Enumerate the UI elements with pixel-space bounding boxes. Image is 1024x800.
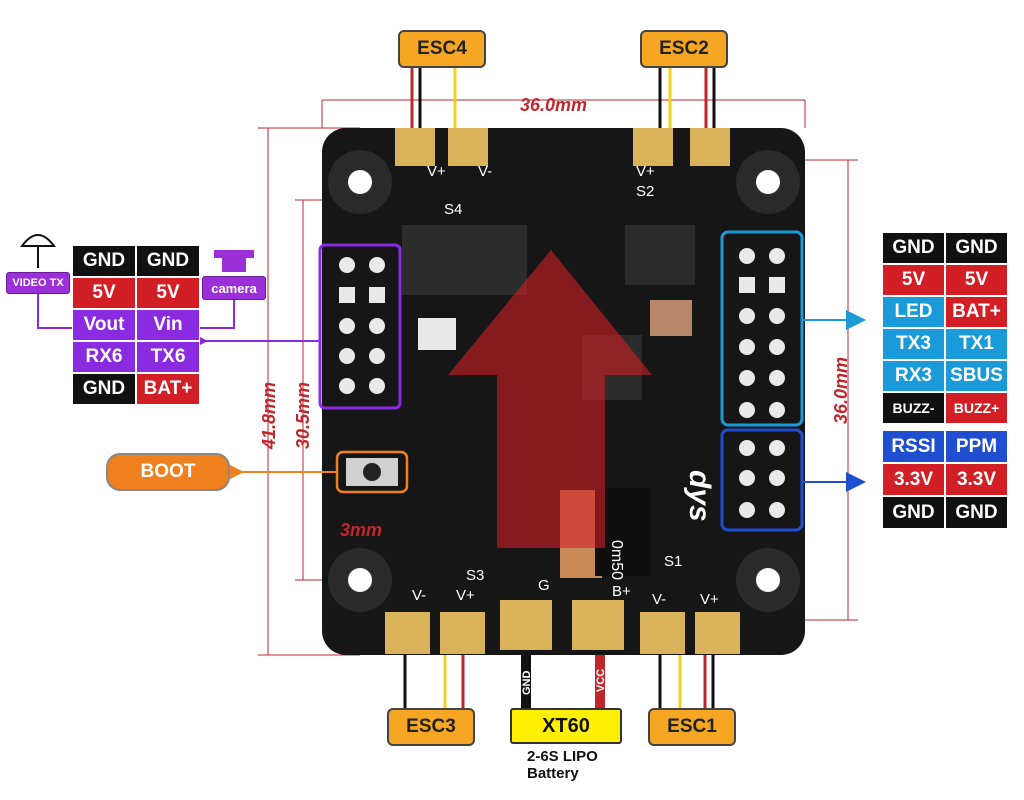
- left-pin-r4c1: BAT+: [136, 373, 200, 405]
- esc2-label: ESC2: [640, 30, 728, 68]
- left-pin-r0c0: GND: [72, 245, 136, 277]
- header-pins-left: [339, 257, 385, 394]
- xt60-label: XT60: [510, 708, 622, 744]
- silk-vp-2: V+: [636, 163, 655, 180]
- silk-s3: S3: [466, 567, 484, 584]
- left-pin-r2c1: Vin: [136, 309, 200, 341]
- right-pin-r4c0: RX3: [882, 360, 945, 392]
- right-pin-r3c1: TX1: [945, 328, 1008, 360]
- esc3-label: ESC3: [387, 708, 475, 746]
- silk-s2: S2: [636, 183, 654, 200]
- dim-inner: 30.5mm: [293, 381, 314, 450]
- silk-shunt: 0m50: [608, 540, 625, 580]
- silk-v-3: V-: [412, 587, 426, 604]
- right-header-frame-top: [720, 230, 804, 427]
- left-pin-r1c0: 5V: [72, 277, 136, 309]
- dim-outer: 41.8mm: [259, 381, 280, 450]
- right-pin-b-r0c0: RSSI: [882, 430, 945, 463]
- dim-right: 36.0mm: [831, 356, 852, 425]
- silk-vp-3: V+: [456, 587, 475, 604]
- dim-top: 36.0mm: [520, 95, 588, 115]
- xt60-vcc-label: VCC: [595, 669, 607, 692]
- silk-g: G: [538, 577, 550, 594]
- dim-hole: 3mm: [340, 520, 383, 540]
- left-header-frame: [318, 243, 402, 410]
- right-pin-r2c0: LED: [882, 296, 945, 328]
- battery-label: 2-6S LIPO Battery: [527, 748, 598, 782]
- silk-brand: dys: [683, 470, 716, 522]
- battery-line-2: Battery: [527, 765, 579, 782]
- silk-v-1: V-: [652, 591, 666, 608]
- silk-s1: S1: [664, 553, 682, 570]
- left-pin-r4c0: GND: [72, 373, 136, 405]
- silk-bp: B+: [612, 583, 631, 600]
- right-pin-r1c1: 5V: [945, 264, 1008, 296]
- mount-holes: [328, 150, 800, 612]
- xt60-gnd-label: GND: [521, 671, 533, 696]
- silk-v-4: V+: [427, 163, 446, 180]
- right-pin-r2c1: BAT+: [945, 296, 1008, 328]
- left-pin-r3c0: RX6: [72, 341, 136, 373]
- right-pin-r3c0: TX3: [882, 328, 945, 360]
- left-pin-r2c0: Vout: [72, 309, 136, 341]
- boot-label: BOOT: [106, 453, 230, 491]
- left-pinout-table: GND GND 5V 5V Vout Vin RX6 TX6 GND BAT+: [72, 245, 200, 405]
- right-pin-r0c0: GND: [882, 232, 945, 264]
- camera-icon: [214, 250, 254, 272]
- left-pin-r0c1: GND: [136, 245, 200, 277]
- video-tx-tag: VIDEO TX: [6, 272, 70, 294]
- right-pin-b-r2c0: GND: [882, 496, 945, 529]
- right-pin-r5c0: BUZZ-: [882, 392, 945, 424]
- right-pin-b-r1c1: 3.3V: [945, 463, 1008, 496]
- right-pinout-table-top: GND GND 5V 5V LED BAT+ TX3 TX1 RX3 SBUS …: [882, 232, 1008, 424]
- esc-wires: [403, 68, 716, 710]
- camera-tag: camera: [202, 276, 266, 300]
- silk-vm-4: V-: [478, 163, 492, 180]
- antenna-icon: [20, 234, 56, 268]
- right-header-frame-bottom: [720, 428, 804, 532]
- battery-line-1: 2-6S LIPO: [527, 748, 598, 765]
- right-pin-b-r1c0: 3.3V: [882, 463, 945, 496]
- esc4-label: ESC4: [398, 30, 486, 68]
- right-pin-r4c1: SBUS: [945, 360, 1008, 392]
- right-pin-r0c1: GND: [945, 232, 1008, 264]
- esc-pads: [385, 128, 740, 654]
- silkscreen-labels: V+ V- S4 V+ S2 V- V+ S3 G B+ S1 V- V+ dy…: [412, 163, 719, 608]
- right-pin-r1c0: 5V: [882, 264, 945, 296]
- left-pin-r3c1: TX6: [136, 341, 200, 373]
- direction-arrow: [448, 250, 652, 548]
- right-pinout-table-bottom: RSSI PPM 3.3V 3.3V GND GND: [882, 430, 1008, 529]
- header-pins-right: [739, 248, 785, 518]
- right-pin-b-r2c1: GND: [945, 496, 1008, 529]
- left-pin-r1c1: 5V: [136, 277, 200, 309]
- silk-s4: S4: [444, 201, 462, 218]
- right-pin-r5c1: BUZZ+: [945, 392, 1008, 424]
- esc1-label: ESC1: [648, 708, 736, 746]
- silk-vp-1: V+: [700, 591, 719, 608]
- right-pin-b-r0c1: PPM: [945, 430, 1008, 463]
